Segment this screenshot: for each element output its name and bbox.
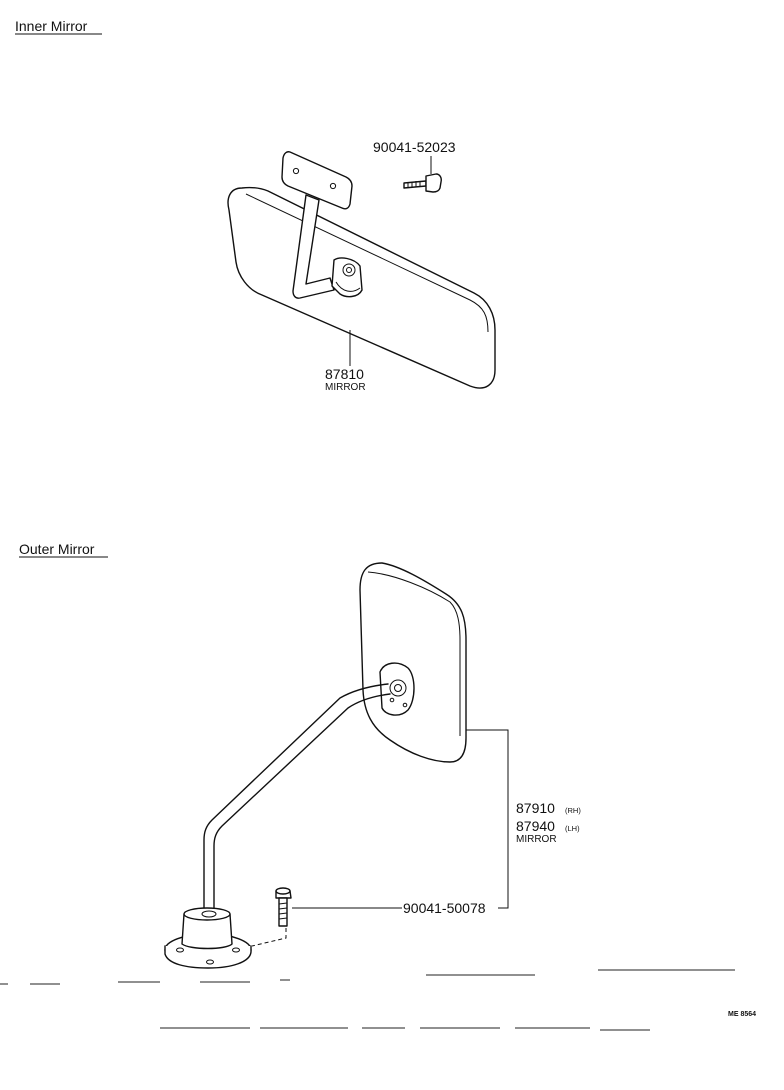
outer-mirror-mount-cup [379, 662, 415, 716]
outer-screw-part-no: 90041-50078 [403, 900, 486, 916]
inner-mirror-part-no: 87810 [325, 366, 364, 382]
outer-mirror-part-name: MIRROR [516, 834, 557, 845]
inner-screw [403, 173, 442, 193]
outer-mirror-part-no-rh: 87910 [516, 800, 555, 816]
inner-mirror-part-name: MIRROR [325, 382, 366, 393]
outer-mirror-leader [466, 729, 509, 909]
scan-artifacts [0, 969, 735, 1031]
outer-mirror-heading: Outer Mirror [19, 541, 95, 557]
mount-hole-right [329, 182, 337, 190]
outer-screw-install-path [251, 928, 287, 947]
ball-joint-nut [342, 263, 356, 277]
inner-mirror-mount-plate [281, 151, 353, 210]
outer-mirror-head [359, 562, 467, 763]
inner-mirror-stay-arm [292, 194, 335, 299]
mount-hole-left [292, 167, 300, 175]
inner-mirror-section: Inner Mirror 90041-52023 87810 MIRROR [15, 18, 496, 393]
outer-mirror-base [164, 907, 252, 969]
outer-mirror-arm [203, 683, 389, 913]
outer-mirror-suffix-rh: (RH) [565, 806, 581, 815]
inner-screw-part-no: 90041-52023 [373, 139, 456, 155]
outer-mirror-section: Outer Mirror [19, 541, 581, 969]
inner-mirror-heading: Inner Mirror [15, 18, 88, 34]
inner-mirror-rim [245, 193, 489, 333]
outer-screw [275, 887, 292, 927]
outer-mirror-part-no-lh: 87940 [516, 818, 555, 834]
outer-mirror-suffix-lh: (LH) [565, 824, 580, 833]
outer-mirror-rim [367, 571, 461, 736]
figure-code: ME 8564 [728, 1011, 756, 1018]
